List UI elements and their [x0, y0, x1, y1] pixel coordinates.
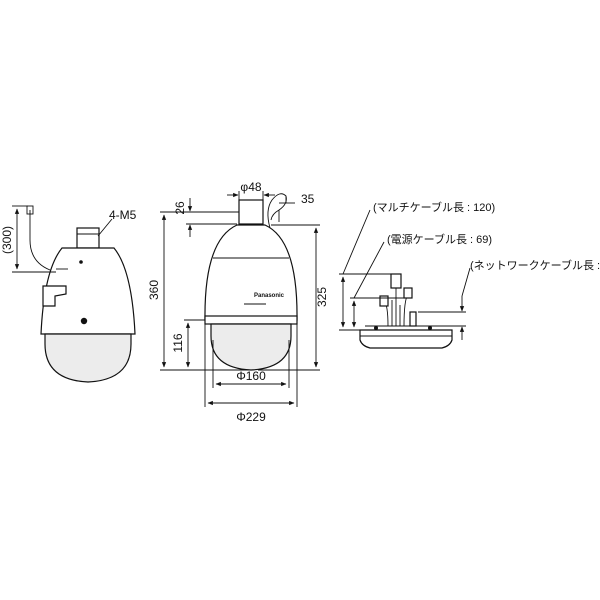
front-view-camera: Panasonic φ48 26 35 360 116 [147, 180, 329, 424]
suspension-wire [29, 210, 59, 273]
network-connector [379, 295, 389, 307]
multi-cable-label: (マルチケーブル長 : 120) [373, 200, 495, 214]
front-wire-loop [267, 193, 287, 229]
dome-diameter-label: Φ160 [236, 369, 266, 383]
side-bracket [42, 285, 67, 307]
front-collar [204, 315, 298, 325]
side-view-camera: (300) 4-M5 [0, 205, 137, 383]
power-cable-label: (電源ケーブル長 : 69) [387, 232, 492, 246]
front-dome [210, 323, 292, 371]
cable-length-label: (300) [0, 226, 14, 254]
total-height-label: 360 [147, 280, 161, 300]
dome-height-label: 116 [171, 333, 185, 352]
front-mount-pipe [238, 199, 264, 225]
power-cable [403, 293, 409, 327]
cable-base-plate [359, 329, 453, 349]
front-housing [204, 224, 298, 321]
pipe-diameter-label: φ48 [240, 180, 261, 194]
wire-label: 35 [301, 192, 315, 206]
cable-view: (マルチケーブル長 : 120) (電源ケーブル長 : 69) (ネットワークケ… [339, 200, 600, 349]
wire-hook [26, 205, 34, 215]
power-connector [403, 287, 413, 299]
mount-pipe [76, 227, 100, 249]
body-diameter-label: Φ229 [236, 410, 266, 424]
brand-text: Panasonic [254, 293, 285, 299]
network-cable-label: (ネットワークケーブル長 : 36) [470, 258, 600, 272]
pipe-height-label: 26 [173, 201, 187, 215]
side-dome [44, 333, 132, 383]
body-height-label: 325 [315, 287, 329, 307]
multi-connector [390, 273, 402, 289]
mount-screw-label: 4-M5 [109, 208, 137, 222]
